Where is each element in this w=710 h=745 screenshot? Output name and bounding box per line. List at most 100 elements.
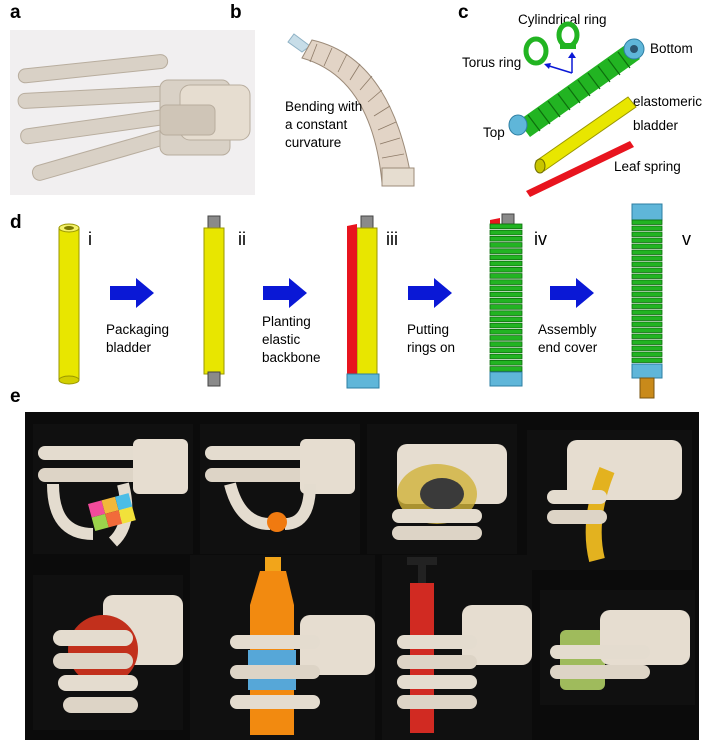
ring-segment bbox=[489, 229, 523, 236]
ring-segment bbox=[631, 219, 663, 225]
ring-segment bbox=[631, 237, 663, 243]
step-3-line-2: rings on bbox=[407, 340, 456, 355]
ring-segment bbox=[489, 285, 523, 292]
ring-segment bbox=[631, 339, 663, 345]
step-1-line-1: Packaging bbox=[106, 322, 170, 337]
ring-segment bbox=[489, 267, 523, 273]
ring-segment bbox=[489, 260, 523, 267]
ring-segment bbox=[631, 351, 663, 357]
panel-b-caption-line-3: curvature bbox=[285, 135, 342, 150]
ring-segment bbox=[631, 261, 663, 267]
panel-b-caption-line-2: a constant bbox=[285, 117, 348, 132]
grasp-photo-banana bbox=[527, 430, 692, 570]
ring-segment bbox=[631, 303, 663, 309]
leaf-spring-strip bbox=[526, 141, 634, 197]
grasp-photo-cup bbox=[540, 590, 695, 705]
ring-segment bbox=[489, 329, 523, 335]
panel-label-e: e bbox=[10, 386, 21, 407]
exploded-view-diagram-c bbox=[508, 21, 645, 197]
step-1-line-2: bladder bbox=[106, 340, 152, 355]
ring-segment bbox=[489, 322, 523, 329]
ring-segment bbox=[631, 231, 663, 237]
robotic-hand-image-a bbox=[10, 30, 255, 195]
ring-segment bbox=[489, 279, 523, 285]
label-torus-ring: Torus ring bbox=[462, 55, 522, 70]
label-bottom: Bottom bbox=[650, 41, 693, 56]
ring-segment bbox=[489, 353, 523, 360]
grasp-photo-juice-bottle bbox=[190, 555, 375, 740]
stage-label-iii: iii bbox=[386, 229, 398, 249]
label-cylindrical-ring: Cylindrical ring bbox=[518, 12, 607, 27]
panel-label-a: a bbox=[10, 2, 21, 23]
stage-label-iv: iv bbox=[534, 229, 547, 249]
grasp-photo-rubiks-cube bbox=[33, 424, 193, 554]
grasp-photo-tape-roll bbox=[367, 424, 517, 554]
stage-label-ii: ii bbox=[238, 229, 246, 249]
panel-b-caption-line-1: Bending with bbox=[285, 99, 363, 114]
green-ring-stack bbox=[518, 43, 640, 137]
ring-segment bbox=[489, 347, 523, 354]
ring-segment bbox=[631, 279, 663, 285]
step-4-line-1: Assembly bbox=[538, 322, 597, 337]
ring-segment bbox=[489, 291, 523, 298]
ring-segment bbox=[631, 291, 663, 297]
stage-i-bladder bbox=[58, 223, 80, 385]
ring-segment bbox=[631, 267, 663, 273]
ring-segment bbox=[631, 357, 663, 363]
arrow-icon-step-3 bbox=[408, 278, 452, 308]
ring-segment bbox=[631, 345, 663, 351]
ring-segment bbox=[631, 333, 663, 339]
ring-segment bbox=[489, 341, 523, 347]
step-2-line-3: backbone bbox=[262, 350, 321, 365]
ring-segment bbox=[489, 304, 523, 310]
panel-label-b: b bbox=[230, 2, 242, 23]
stage-v-assembled bbox=[631, 203, 663, 399]
ring-segment bbox=[631, 309, 663, 315]
label-bladder: bladder bbox=[633, 118, 679, 133]
ring-segment bbox=[631, 249, 663, 255]
label-elastomeric: elastomeric bbox=[633, 94, 703, 109]
label-leaf-spring: Leaf spring bbox=[614, 159, 681, 174]
arrow-icon-step-2 bbox=[263, 278, 307, 308]
panel-label-c: c bbox=[458, 2, 469, 23]
ring-segment bbox=[489, 223, 523, 230]
ring-segment bbox=[489, 316, 523, 323]
ring-segment bbox=[489, 298, 523, 304]
top-cap-icon bbox=[508, 114, 528, 136]
bending-finger-image-b bbox=[287, 33, 415, 187]
arrow-icon-step-1 bbox=[110, 278, 154, 308]
step-4-line-2: end cover bbox=[538, 340, 598, 355]
ring-segment bbox=[631, 315, 663, 321]
ring-segment bbox=[631, 285, 663, 291]
stage-label-v: v bbox=[682, 229, 691, 249]
panel-label-d: d bbox=[10, 212, 22, 233]
ring-segment bbox=[489, 248, 523, 254]
ring-segment bbox=[489, 254, 523, 261]
grasp-photo-pump bbox=[382, 555, 532, 740]
step-2-line-2: elastic bbox=[262, 332, 301, 347]
arrow-icon-step-4 bbox=[550, 278, 594, 308]
ring-segment bbox=[489, 366, 523, 372]
grasp-photo-orange-ball bbox=[200, 424, 360, 554]
ring-segment bbox=[489, 242, 523, 248]
ring-segment bbox=[489, 359, 523, 366]
stage-ii-bladder-with-caps bbox=[203, 215, 225, 387]
cylindrical-ring-icon bbox=[556, 21, 580, 49]
ring-segment bbox=[631, 225, 663, 231]
label-top: Top bbox=[483, 125, 505, 140]
ring-segment bbox=[631, 321, 663, 327]
ring-segment bbox=[631, 243, 663, 249]
step-2-line-1: Planting bbox=[262, 314, 311, 329]
step-3-line-1: Putting bbox=[407, 322, 450, 337]
ring-segment bbox=[631, 327, 663, 333]
stage-iii-backbone bbox=[346, 215, 380, 389]
stage-iv-rings bbox=[489, 213, 523, 387]
ring-segment bbox=[631, 273, 663, 279]
ring-segment bbox=[489, 335, 523, 341]
ring-segment bbox=[489, 310, 523, 316]
torus-ring-icon bbox=[523, 36, 549, 66]
ring-segment bbox=[489, 235, 523, 242]
grasp-photo-apple bbox=[33, 575, 183, 730]
stage-label-i: i bbox=[88, 229, 92, 249]
ring-segment bbox=[631, 255, 663, 261]
